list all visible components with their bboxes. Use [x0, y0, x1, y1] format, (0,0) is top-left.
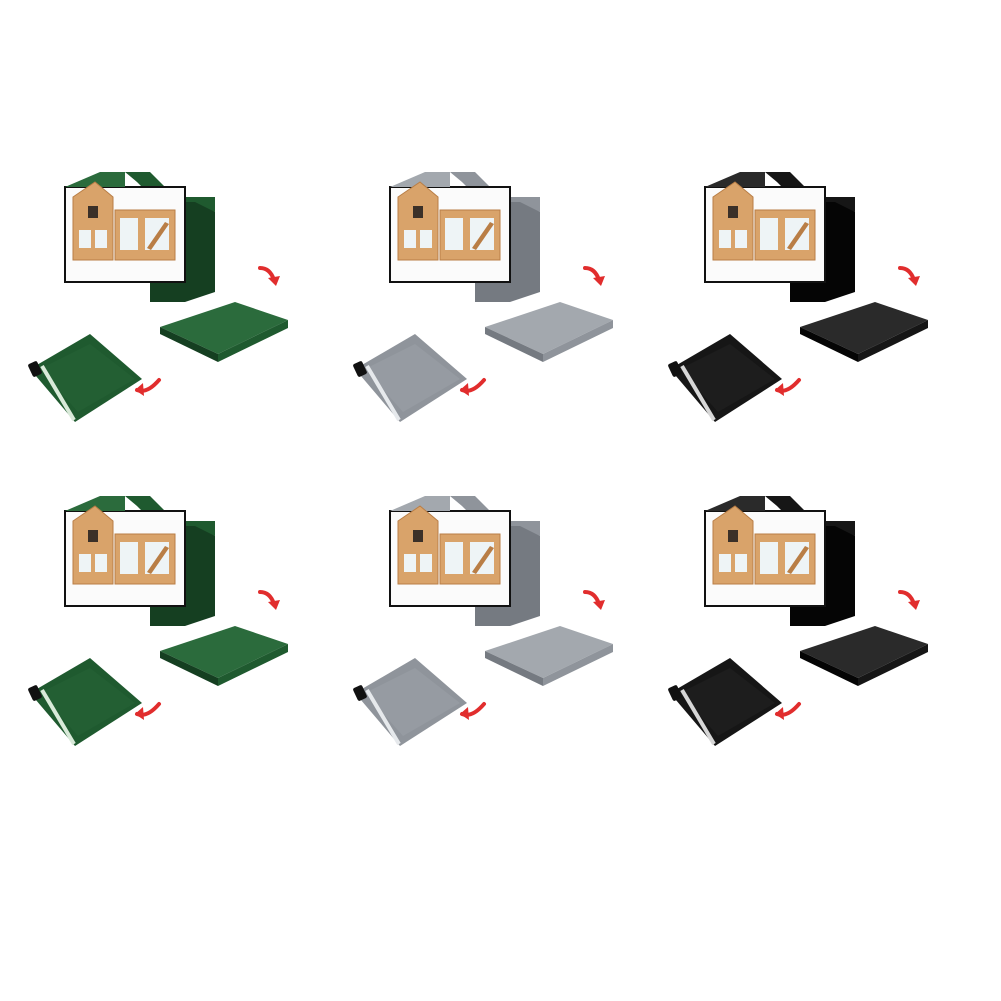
panel-gray-2	[353, 496, 613, 746]
storage-bag	[353, 658, 467, 746]
panel-gray-1	[353, 172, 613, 422]
hutch-cover-installed	[704, 172, 855, 302]
red-curved-arrow-icon	[135, 702, 161, 720]
red-curved-arrow-icon	[258, 266, 280, 286]
red-curved-arrow-icon	[775, 378, 801, 396]
red-curved-arrow-icon	[460, 378, 486, 396]
folded-cover	[160, 626, 288, 686]
folded-cover	[485, 626, 613, 686]
folded-cover	[800, 302, 928, 362]
storage-bag	[28, 334, 142, 422]
folded-cover	[800, 626, 928, 686]
hutch-cover-installed	[64, 496, 215, 626]
panel-black-2	[668, 496, 928, 746]
red-curved-arrow-icon	[583, 590, 605, 610]
hutch-cover-installed	[389, 172, 540, 302]
red-curved-arrow-icon	[775, 702, 801, 720]
red-curved-arrow-icon	[583, 266, 605, 286]
hutch-cover-installed	[389, 496, 540, 626]
hutch-cover-installed	[704, 496, 855, 626]
red-curved-arrow-icon	[898, 266, 920, 286]
panel-black-1	[668, 172, 928, 422]
storage-bag	[668, 334, 782, 422]
storage-bag	[353, 334, 467, 422]
red-curved-arrow-icon	[258, 590, 280, 610]
storage-bag	[668, 658, 782, 746]
storage-bag	[28, 658, 142, 746]
folded-cover	[485, 302, 613, 362]
hutch-cover-installed	[64, 172, 215, 302]
red-curved-arrow-icon	[898, 590, 920, 610]
panel-green-1	[28, 172, 288, 422]
red-curved-arrow-icon	[135, 378, 161, 396]
folded-cover	[160, 302, 288, 362]
panel-green-2	[28, 496, 288, 746]
red-curved-arrow-icon	[460, 702, 486, 720]
